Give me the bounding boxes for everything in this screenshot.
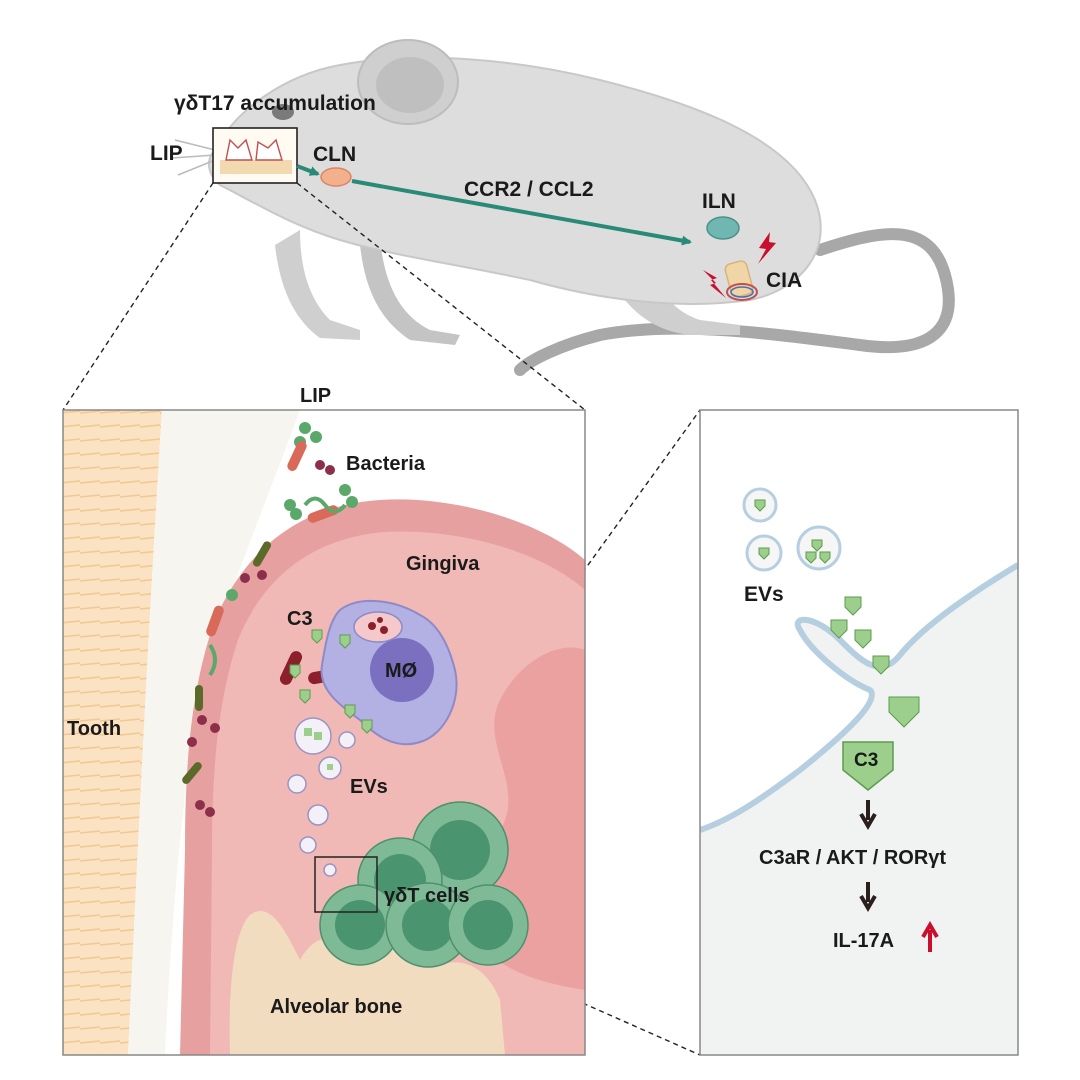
mouse-front-leg-2 (360, 240, 460, 345)
right-panel-border (699, 409, 1019, 1056)
mouse-eye (272, 104, 294, 120)
phagosome (353, 611, 403, 643)
tooth-surface (128, 410, 300, 1055)
alveolar-bone-label: Alveolar bone (270, 996, 402, 1018)
c3-label-left: C3 (287, 608, 313, 630)
gdt-cells-label: γδT cells (384, 885, 470, 907)
tooth-label: Tooth (67, 718, 121, 740)
ev-detail-box (314, 856, 378, 913)
macrophage-label: MØ (385, 660, 417, 682)
mouse-illustration (171, 39, 955, 376)
alveolar-bone (229, 911, 505, 1055)
down-arrow-2 (859, 882, 877, 912)
down-arrow-1 (859, 800, 877, 830)
inflammation-bolt-icon (758, 232, 776, 264)
right-panel: EVs C3 C3aR / AKT / RORγt IL-17A (699, 409, 1019, 1056)
macrophage-nucleus (370, 638, 434, 702)
ev-trail (287, 717, 356, 877)
right-c3-particles (754, 499, 920, 728)
cell-membrane (700, 562, 1018, 833)
left-panel-border (62, 409, 586, 1056)
evs-label-right: EVs (744, 583, 784, 606)
c3-label-right: C3 (854, 750, 878, 771)
upregulation-arrow-icon (921, 921, 939, 952)
iln-label: ILN (702, 190, 736, 213)
mouse-tail (514, 228, 955, 376)
migration-arrow (351, 179, 692, 246)
evs-label-left: EVs (350, 776, 388, 798)
c3-particles (289, 629, 373, 734)
mouse-whiskers (171, 139, 216, 176)
mouse-front-leg-1 (275, 230, 360, 340)
ev-cargo (304, 728, 333, 770)
accumulation-label: γδT17 accumulation (174, 92, 376, 115)
lip-inset-box (212, 127, 298, 184)
mouse-ear-inner (376, 57, 444, 113)
cln-lymph-node (320, 167, 352, 187)
mouse-lip-label: LIP (150, 142, 183, 165)
il17a-label: IL-17A (833, 930, 894, 952)
cia-label: CIA (766, 269, 802, 292)
cln-label: CLN (313, 143, 356, 166)
cia-joint (724, 260, 758, 301)
cell-interior (700, 565, 1018, 1055)
tooth-region (63, 410, 162, 1055)
left-panel: LIP Bacteria Gingiva C3 MØ Tooth EVs γδT… (62, 385, 586, 1056)
migration-label: CCR2 / CCL2 (464, 178, 594, 201)
bacteria-label: Bacteria (346, 453, 426, 475)
gingiva-label: Gingiva (406, 553, 480, 575)
pathway-label: C3aR / AKT / RORγt (759, 847, 946, 869)
left-panel-title: LIP (300, 385, 331, 407)
bacteria-cluster (182, 422, 358, 817)
c3-pentagon (842, 741, 894, 791)
lip-to-cln-arrow (296, 164, 320, 176)
mini-teeth (225, 138, 283, 161)
iln-lymph-node (706, 216, 740, 240)
